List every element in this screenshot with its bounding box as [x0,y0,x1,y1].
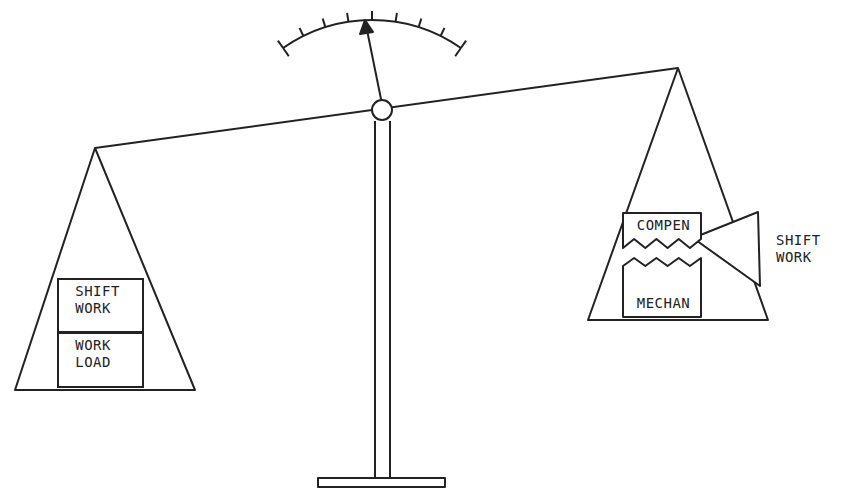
gauge-tick [347,13,348,22]
block-text: SHIFT WORK [75,280,126,317]
right-pan [588,68,768,320]
scale-beam [95,68,678,148]
gauge-tick [455,48,461,56]
gauge-ticks [278,11,466,56]
gauge-tick [300,28,304,36]
gauge-tick [283,48,289,56]
shift-work-wedge [693,212,760,286]
load-block: SHIFT WORK [57,278,144,333]
broken-block: COMPEN [622,212,702,250]
gauge-tick [461,41,466,48]
gauge-tick [396,13,397,22]
gauge-tick [441,28,445,36]
left-pan [15,148,195,390]
block-text: MECHAN [637,295,688,318]
scale-base [318,478,445,487]
needle-head [360,20,373,34]
gauge-tick [278,41,283,48]
gauge-needle [367,30,382,104]
block-text: COMPEN [637,212,688,234]
gauge-tick [419,19,422,28]
pivot [372,100,392,120]
gauge-tick [371,11,373,20]
load-block: WORK LOAD [57,332,144,388]
wedge-label: SHIFT WORK [776,232,827,266]
gauge-arc [283,20,461,48]
post-line [389,121,391,478]
gauge-tick [323,19,326,28]
post-line [374,121,376,478]
block-text: WORK LOAD [75,334,126,371]
broken-block: MECHAN [622,256,702,318]
